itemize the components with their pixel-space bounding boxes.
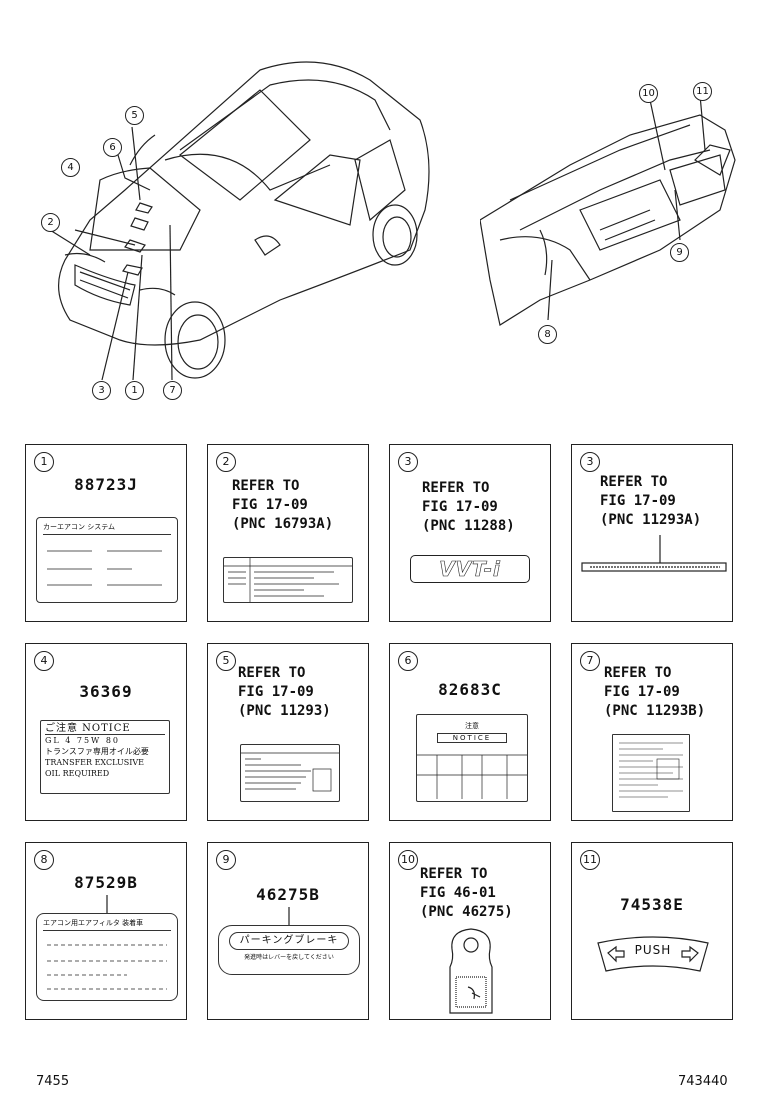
cell-2: 2 REFER TO FIG 17-09 (PNC 16793A) [207,444,369,622]
cell-number: 3 [398,452,418,472]
push-text: PUSH [634,943,672,957]
refer-text: REFER TO FIG 17-09 (PNC 11293A) [600,474,702,528]
label-82683C: 注意 NOTICE [416,714,528,802]
dashboard-illustration [480,94,736,326]
callout-dash-8: 8 [538,325,557,344]
label-header: エアコン用エアフィルタ 装着車 [43,918,171,931]
label-line: 注意 [465,722,479,730]
label-line: ご注意 NOTICE [45,723,165,735]
cell-number: 6 [398,651,418,671]
part-number: 87529B [74,873,138,892]
label-header: カーエアコン システム [43,522,171,535]
label-16793A [223,557,353,603]
callout-car-3: 3 [92,381,111,400]
refer-text: REFER TO FIG 17-09 (PNC 16793A) [232,478,334,532]
cell-number: 7 [580,651,600,671]
cell-number: 3 [580,452,600,472]
footer-right-code: 743440 [678,1074,728,1089]
cell-6: 6 82683C 注意 NOTICE [389,643,551,821]
cell-number: 5 [216,651,236,671]
refer-text: REFER TO FIG 17-09 (PNC 11293B) [604,665,706,719]
part-number: 82683C [438,680,502,699]
label-11293 [240,744,340,802]
part-number: 36369 [79,682,133,701]
callout-dash-9: 9 [670,243,689,262]
callout-car-1: 1 [125,381,144,400]
label-46275B: パーキングブレーキ 発進時はレバーを戻してください [218,925,360,975]
label-line: トランスファ専用オイル必要 [45,747,149,756]
label-line: OIL REQUIRED [45,769,110,778]
cell-3a: 3 REFER TO FIG 17-09 (PNC 11288) VVT-i [389,444,551,622]
label-87529B: エアコン用エアフィルタ 装着車 [36,913,178,1001]
cell-9: 9 46275B パーキングブレーキ 発進時はレバーを戻してください [207,842,369,1020]
cell-number: 1 [34,452,54,472]
callout-car-2: 2 [41,213,60,232]
part-number: 88723J [74,475,138,494]
refer-text: REFER TO FIG 46-01 (PNC 46275) [420,866,513,920]
callout-dash-10: 10 [639,84,658,103]
cell-1: 1 88723J カーエアコン システム [25,444,187,622]
label-line: TRANSFER EXCLUSIVE [45,758,144,767]
push-label-shape [597,936,709,972]
callout-car-4: 4 [61,158,80,177]
cell-8: 8 87529B エアコン用エアフィルタ 装着車 [25,842,187,1020]
footer-left-code: 7455 [36,1074,70,1089]
part-number: 46275B [256,885,320,904]
callout-car-5: 5 [125,106,144,125]
cell-11: 11 74538E PUSH [571,842,733,1020]
callout-car-7: 7 [163,381,182,400]
label-36369: ご注意 NOTICE GL 4 75W 80 トランスファ専用オイル必要 TRA… [40,720,170,794]
cell-number: 11 [580,850,600,870]
callout-dash-11: 11 [693,82,712,101]
cell-7: 7 REFER TO FIG 17-09 (PNC 11293B) [571,643,733,821]
label-11293B [612,734,690,812]
label-88723J: カーエアコン システム [36,517,178,603]
callout-car-6: 6 [103,138,122,157]
vvti-logo: VVT-i [410,555,530,583]
cell-4: 4 36369 ご注意 NOTICE GL 4 75W 80 トランスファ専用オ… [25,643,187,821]
refer-text: REFER TO FIG 17-09 (PNC 11293) [238,665,331,719]
cell-number: 8 [34,850,54,870]
cell-10: 10 REFER TO FIG 46-01 (PNC 46275) [389,842,551,1020]
cell-number: 9 [216,850,236,870]
strip-label [581,535,727,572]
cell-number: 10 [398,850,418,870]
cell-3b: 3 REFER TO FIG 17-09 (PNC 11293A) [571,444,733,622]
part-number: 74538E [620,895,684,914]
cell-number: 4 [34,651,54,671]
cell-number: 2 [216,452,236,472]
label-line: 発進時はレバーを戻してください [244,954,334,961]
cell-5: 5 REFER TO FIG 17-09 (PNC 11293) [207,643,369,821]
label-line: パーキングブレーキ [229,932,349,950]
refer-text: REFER TO FIG 17-09 (PNC 11288) [422,480,515,534]
label-line: GL 4 75W 80 [45,736,121,745]
car-illustration [49,61,430,381]
vvti-logo-text: VVT-i [439,557,501,582]
label-line: NOTICE [437,733,507,743]
hang-tag [449,928,493,1014]
